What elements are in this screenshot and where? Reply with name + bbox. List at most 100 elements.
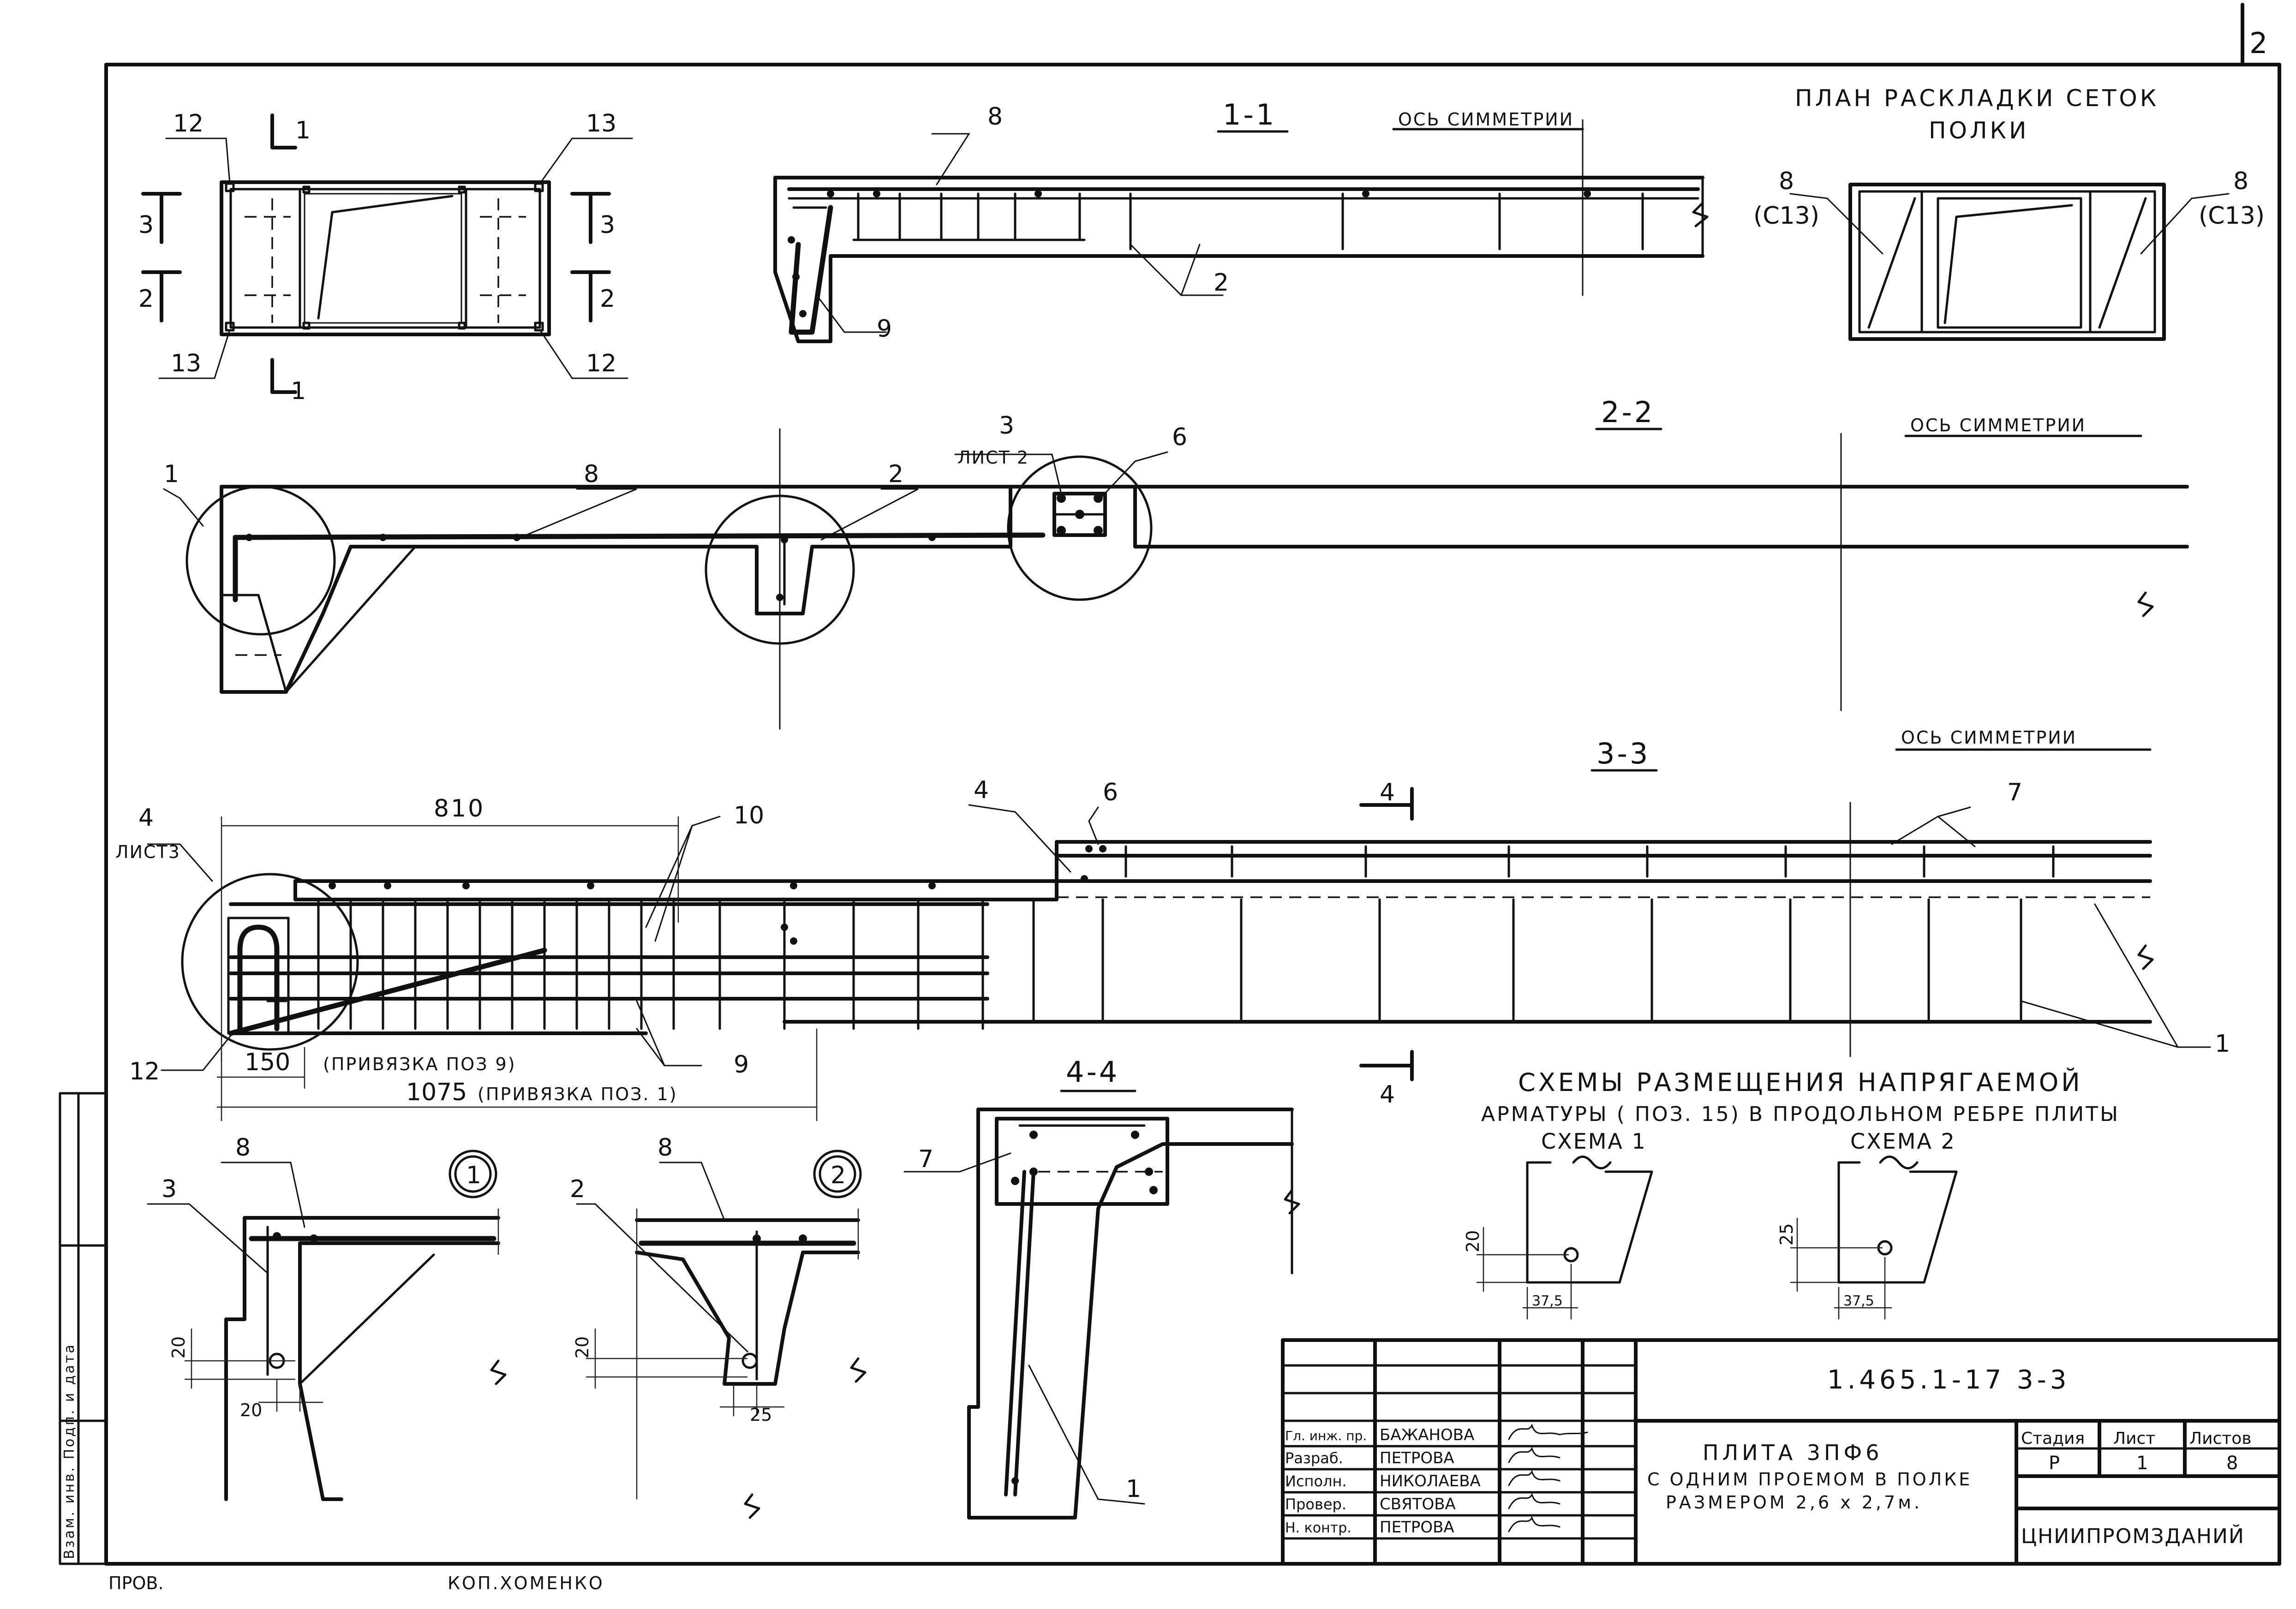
role-name: БАЖАНОВА — [1380, 1426, 1474, 1444]
mesh-plan-right-sub: (С13) — [2199, 202, 2265, 230]
detail-1-callout-8: 8 — [235, 1134, 251, 1162]
section-3-3-callout-10: 10 — [734, 802, 764, 829]
section-4-4-callout-1: 1 — [1126, 1475, 1141, 1503]
scheme-2-label: СХЕМА 2 — [1850, 1129, 1956, 1154]
scheme-1-dim-v: 20 — [1463, 1230, 1483, 1252]
detail-2-dim-25-h: 25 — [750, 1405, 772, 1425]
layout-cut-2-right: 2 — [600, 285, 615, 313]
section-2-2-callout-1: 1 — [164, 460, 179, 488]
scheme-1-dim-h: 37,5 — [1532, 1293, 1563, 1309]
title-block-name-line2: С ОДНИМ ПРОЕМОМ В ПОЛКЕ — [1647, 1469, 1972, 1490]
mesh-plan-title-line2: ПОЛКИ — [1929, 117, 2029, 144]
detail-1-dim-20-h: 20 — [240, 1400, 262, 1420]
signature-marks — [1508, 1424, 1588, 1532]
role-label: Исполн. — [1285, 1472, 1347, 1490]
layout-plan — [141, 113, 633, 394]
section-1-1-callout-8: 8 — [987, 103, 1003, 131]
detail-1-marker: 1 — [466, 1162, 481, 1189]
sheet-frame — [59, 3, 2281, 1566]
title-block-code: 1.465.1-17 3-3 — [1827, 1365, 2070, 1395]
layout-cut-2-left: 2 — [138, 285, 154, 313]
section-3-3-dim-1075-note: (ПРИВЯЗКА ПОЗ. 1) — [478, 1084, 678, 1104]
section-2-2-callout-8: 8 — [584, 460, 599, 488]
section-2-2 — [163, 428, 2189, 730]
section-2-2-axis-note: ОСЬ СИММЕТРИИ — [1910, 415, 2086, 435]
section-3-3 — [147, 748, 2211, 1121]
title-block-sheet-header: Лист — [2113, 1429, 2155, 1448]
section-2-2-ref-number: 3 — [999, 412, 1014, 440]
section-4-4-title: 4-4 — [1066, 1055, 1119, 1089]
detail-2 — [576, 1150, 867, 1519]
layout-cut-3-right: 3 — [600, 211, 615, 239]
role-label: Провер. — [1285, 1496, 1346, 1513]
title-block-stage: Р — [2049, 1453, 2060, 1474]
section-3-3-callout-6: 6 — [1103, 779, 1118, 806]
detail-2-callout-8: 8 — [658, 1134, 673, 1162]
section-3-3-ref-number: 4 — [138, 804, 154, 832]
section-3-3-dim-150: 150 — [245, 1049, 290, 1076]
detail-1-dim-20-v: 20 — [168, 1336, 189, 1359]
layout-label-12-top: 12 — [173, 110, 203, 137]
section-3-3-callout-7: 7 — [2007, 779, 2022, 806]
scheme-2-dim-v: 25 — [1776, 1223, 1797, 1245]
section-2-2-title: 2-2 — [1601, 395, 1655, 429]
section-3-3-cut-mark-top: 4 — [1380, 779, 1395, 806]
section-3-3-cut-mark-bottom: 4 — [1380, 1081, 1395, 1108]
layout-label-13-top: 13 — [586, 110, 616, 137]
section-3-3-dim-810: 810 — [434, 795, 485, 822]
detail-2-dim-20-v: 20 — [572, 1336, 592, 1359]
section-3-3-dim-150-note: (ПРИВЯЗКА ПОЗ 9) — [323, 1054, 516, 1074]
mesh-plan-right-label: 8 — [2233, 167, 2248, 195]
section-1-1-title: 1-1 — [1223, 98, 1276, 131]
section-4-4 — [903, 1090, 1300, 1520]
title-block-name-line3: РАЗМЕРОМ 2,6 х 2,7м. — [1666, 1492, 1922, 1513]
layout-cut-1-bottom: 1 — [291, 377, 306, 405]
section-3-3-callout-4: 4 — [974, 776, 989, 804]
section-3-3-callout-9: 9 — [734, 1051, 749, 1079]
section-1-1-callout-2: 2 — [1214, 269, 1229, 297]
role-label: Н. контр. — [1285, 1520, 1351, 1536]
role-name: ПЕТРОВА — [1380, 1518, 1454, 1537]
section-1-1-axis-note: ОСЬ СИММЕТРИИ — [1398, 109, 1574, 130]
detail-2-callout-2: 2 — [570, 1175, 585, 1203]
mesh-layout-plan — [1789, 183, 2230, 341]
title-block-organization: ЦНИИПРОМЗДАНИЙ — [2021, 1524, 2245, 1548]
section-3-3-axis-note: ОСЬ СИММЕТРИИ — [1901, 727, 2077, 748]
title-block-stage-header: Стадия — [2021, 1429, 2085, 1448]
binding-strip-text: Взам. инв. Подп. и дата — [61, 1343, 78, 1559]
scheme-1-label: СХЕМА 1 — [1541, 1129, 1647, 1154]
sheet-corner-number: 2 — [2249, 26, 2270, 60]
tendon-schemes-title-line2: АРМАТУРЫ ( ПОЗ. 15) В ПРОДОЛЬНОМ РЕБРЕ П… — [1481, 1102, 2120, 1126]
mesh-plan-title-line1: ПЛАН РАСКЛАДКИ СЕТОК — [1795, 85, 2159, 112]
title-block-name-line1: ПЛИТА 3ПФ6 — [1703, 1440, 1883, 1465]
detail-1-callout-3: 3 — [161, 1175, 177, 1203]
detail-2-marker: 2 — [831, 1162, 846, 1189]
section-1-1-callout-9: 9 — [877, 315, 892, 343]
layout-cut-3-left: 3 — [138, 211, 154, 239]
section-4-4-callout-7: 7 — [918, 1145, 933, 1173]
copy-note: КОП.ХОМЕНКО — [448, 1573, 604, 1593]
scheme-2-dim-h: 37,5 — [1843, 1293, 1874, 1309]
title-block-grid — [1281, 1338, 2281, 1566]
left-footer-note: ПРОВ. — [108, 1573, 164, 1593]
mesh-plan-left-sub: (С13) — [1753, 202, 1819, 230]
section-3-3-title: 3-3 — [1596, 737, 1650, 770]
role-label: Гл. инж. пр. — [1285, 1428, 1367, 1443]
tendon-schemes — [1477, 1156, 1958, 1319]
role-name: НИКОЛАЕВА — [1380, 1472, 1481, 1490]
section-2-2-ref-sheet: ЛИСТ 2 — [957, 447, 1029, 468]
section-3-3-callout-1: 1 — [2215, 1030, 2230, 1058]
section-3-3-callout-12: 12 — [129, 1058, 160, 1085]
title-block-sheets: 8 — [2226, 1453, 2238, 1474]
section-3-3-dim-1075: 1075 — [406, 1079, 467, 1106]
layout-label-12-bottom: 12 — [586, 350, 616, 377]
title-block-sheet: 1 — [2136, 1453, 2148, 1474]
tendon-schemes-title-line1: СХЕМЫ РАЗМЕЩЕНИЯ НАПРЯГАЕМОЙ — [1518, 1068, 2083, 1097]
mesh-plan-left-label: 8 — [1779, 167, 1794, 195]
layout-cut-1-top: 1 — [295, 117, 311, 144]
detail-1 — [147, 1150, 507, 1501]
role-name: СВЯТОВА — [1380, 1495, 1456, 1514]
role-name: ПЕТРОВА — [1380, 1449, 1454, 1467]
section-1-1 — [773, 119, 1709, 343]
title-block-roles: Гл. инж. пр. БАЖАНОВА Разраб. ПЕТРОВА Ис… — [1285, 1426, 1481, 1537]
